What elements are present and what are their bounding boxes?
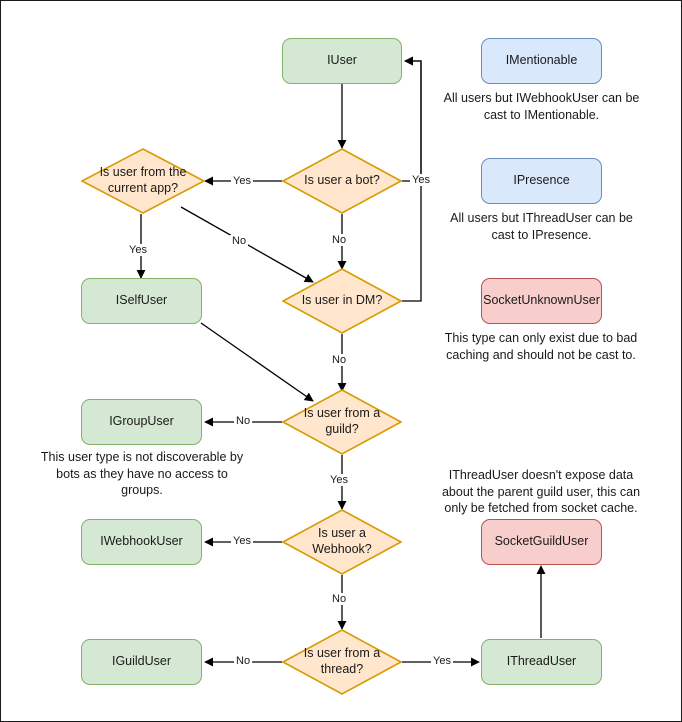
node-socketguilduser-label: SocketGuildUser (494, 534, 589, 549)
edge-label-webhook-yes: Yes (231, 535, 253, 548)
node-is-user-in-dm-label: Is user in DM? (301, 293, 383, 308)
edge-label-current-app-no: No (230, 235, 249, 248)
edge-label-thread-no: No (234, 655, 253, 668)
node-ipresence-label: IPresence (513, 173, 570, 188)
node-iwebhookuser-label: IWebhookUser (100, 534, 183, 549)
edge-label-bot-no: No (330, 234, 349, 247)
diamond-shape (282, 629, 402, 695)
node-socketunknownuser-label: SocketUnknownUser (483, 293, 600, 308)
node-is-user-in-dm[interactable]: Is user in DM? (282, 268, 402, 334)
node-igroupuser-label: IGroupUser (109, 414, 174, 429)
diamond-shape (81, 148, 205, 214)
node-socketguilduser[interactable]: SocketGuildUser (481, 519, 602, 565)
edge-label-current-app-yes-down: Yes (127, 244, 149, 257)
node-is-user-a-bot-label: Is user a bot? (304, 173, 380, 188)
edge-isbot-yes-to-iuser (402, 56, 422, 182)
edge-label-current-app-yes-in: Yes (231, 175, 253, 188)
edge-label-bot-yes: Yes (410, 174, 432, 187)
node-is-user-a-webhook[interactable]: Is user a Webhook? (282, 509, 402, 575)
node-is-user-a-webhook-label: Is user a Webhook? (312, 526, 372, 556)
node-is-user-from-current-app[interactable]: Is user from the current app? (81, 148, 205, 214)
node-is-user-from-a-guild-label: Is user from a guild? (303, 406, 381, 436)
edge-label-guild-yes: Yes (328, 474, 350, 487)
note-socketunknownuser: This type can only exist due to bad cach… (444, 331, 638, 362)
node-socketunknownuser[interactable]: SocketUnknownUser (481, 278, 602, 324)
node-is-user-from-current-app-label: Is user from the current app? (99, 165, 187, 195)
node-imentionable[interactable]: IMentionable (481, 38, 602, 84)
diamond-shape (282, 148, 402, 214)
node-iwebhookuser[interactable]: IWebhookUser (81, 519, 202, 565)
node-ithreaduser[interactable]: IThreadUser (481, 639, 602, 685)
node-is-user-a-bot[interactable]: Is user a bot? (282, 148, 402, 214)
note-socketguilduser: IThreadUser doesn't expose data about th… (441, 468, 641, 515)
diamond-shape (282, 268, 402, 334)
node-iuser[interactable]: IUser (282, 38, 402, 84)
node-iselfuser[interactable]: ISelfUser (81, 278, 202, 324)
node-igroupuser[interactable]: IGroupUser (81, 399, 202, 445)
node-iselfuser-label: ISelfUser (115, 293, 168, 308)
note-ipresence: All users but IThreadUser can be cast to… (450, 211, 633, 242)
node-is-user-from-a-guild[interactable]: Is user from a guild? (282, 389, 402, 455)
node-iguilduser[interactable]: IGuildUser (81, 639, 202, 685)
edge-label-guild-no: No (234, 415, 253, 428)
node-iguilduser-label: IGuildUser (111, 654, 172, 669)
node-ipresence[interactable]: IPresence (481, 158, 602, 204)
note-igroupuser: This user type is not discoverable by bo… (40, 450, 244, 497)
edge-label-thread-yes: Yes (431, 655, 453, 668)
note-imentionable: All users but IWebhookUser can be cast t… (443, 91, 640, 122)
node-ithreaduser-label: IThreadUser (506, 654, 577, 669)
node-imentionable-label: IMentionable (505, 53, 578, 68)
diamond-shape (282, 509, 402, 575)
diamond-shape (282, 389, 402, 455)
node-is-user-from-a-thread[interactable]: Is user from a thread? (282, 629, 402, 695)
node-iuser-label: IUser (327, 53, 357, 68)
edge-label-webhook-no: No (330, 593, 349, 606)
node-is-user-from-a-thread-label: Is user from a thread? (303, 646, 381, 676)
edge-label-dm-no: No (330, 354, 349, 367)
